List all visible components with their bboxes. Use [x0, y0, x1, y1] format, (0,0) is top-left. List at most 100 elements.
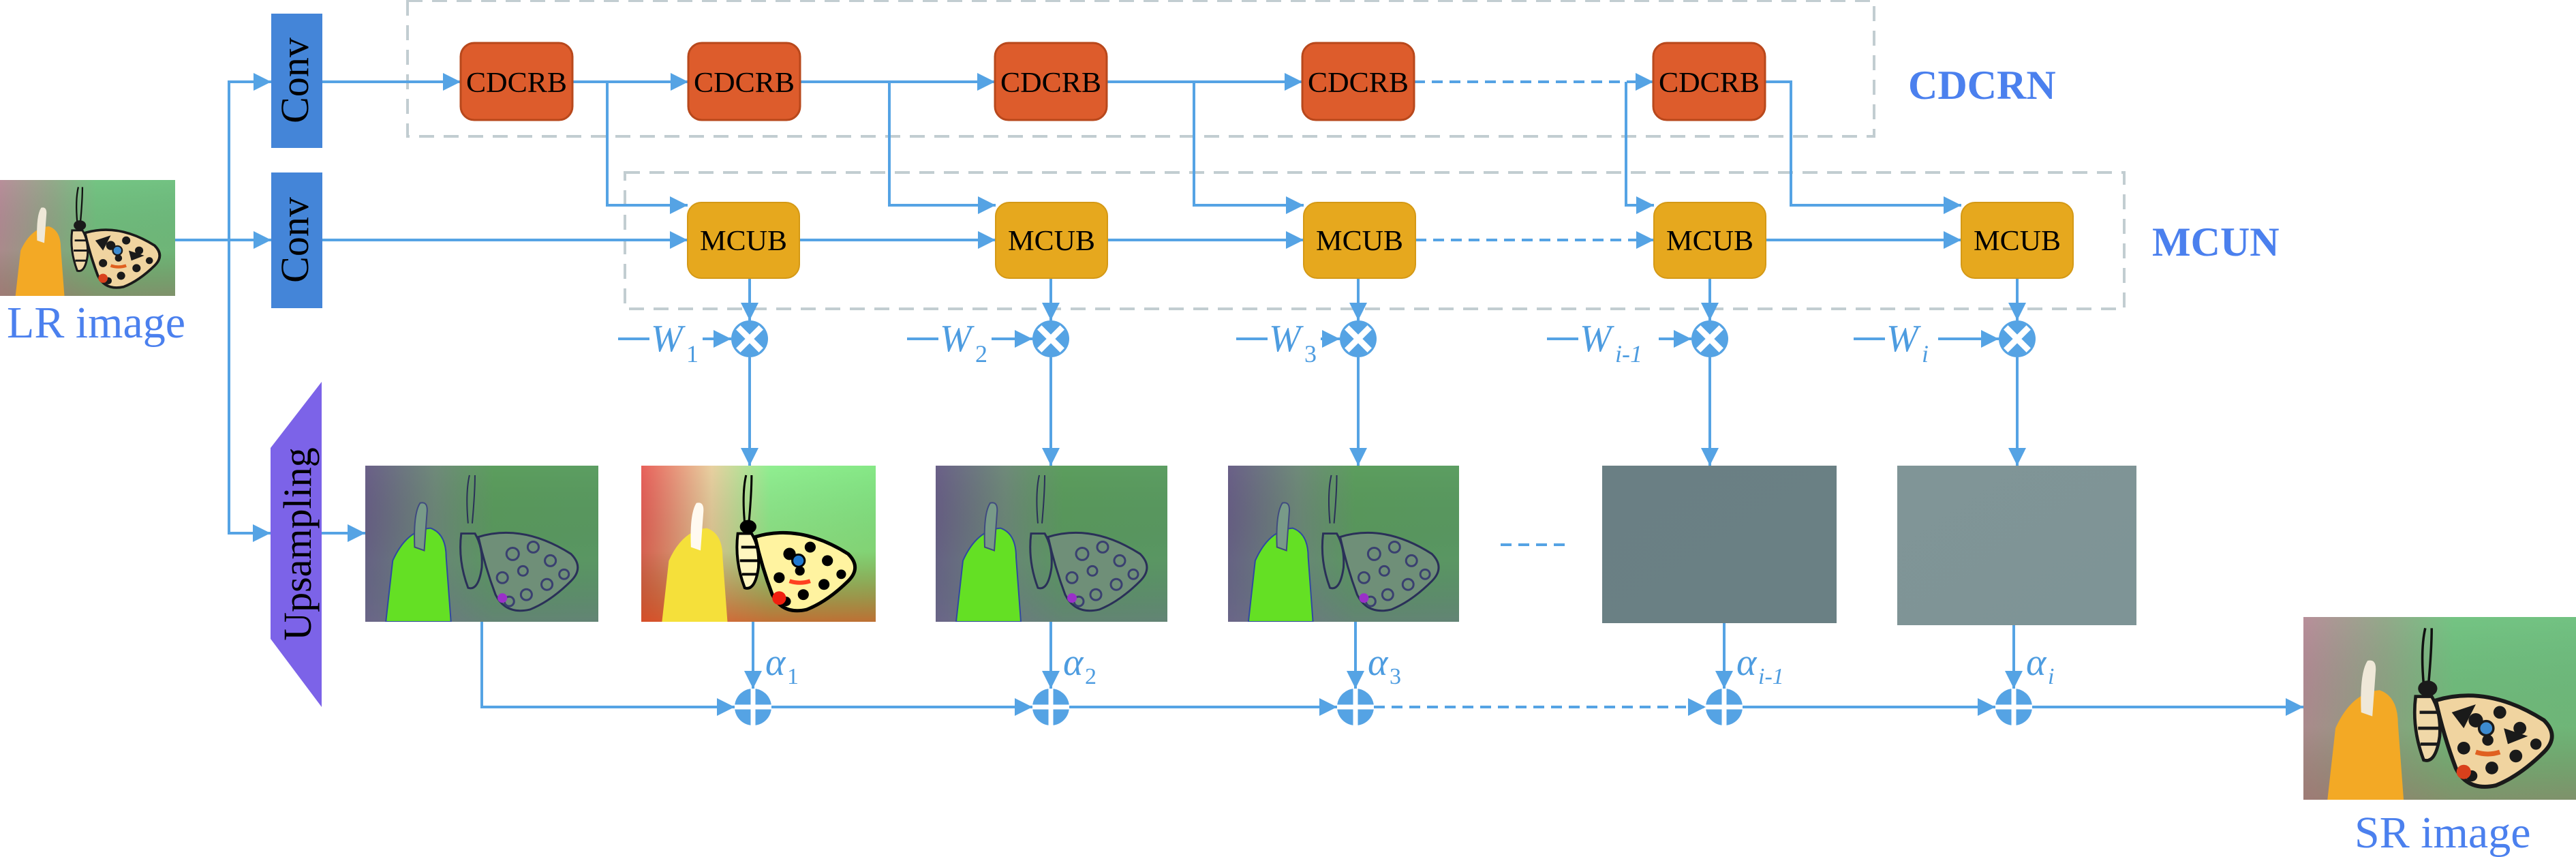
cdcrb-row: CDCRB CDCRB CDCRB CDCRB CDCRB — [459, 42, 1766, 121]
multiply-icon — [1696, 325, 1723, 352]
cdcrb-label: CDCRB — [1659, 67, 1760, 99]
lr-image — [0, 180, 175, 296]
feature-map-upsampled-edge-map — [365, 466, 598, 622]
cdcrb-block[interactable]: CDCRB — [687, 42, 801, 121]
add-node — [1337, 689, 1374, 725]
conv-block-bottom-label: Conv — [273, 197, 317, 283]
add-icon — [1337, 689, 1374, 725]
feature-map-branch-1-output — [641, 466, 876, 622]
lr-image-label: LR image — [7, 298, 185, 348]
conv-block-bottom[interactable]: Conv — [271, 172, 322, 308]
to-conv-top-arrow — [228, 73, 271, 240]
weight-symbol: W — [1580, 318, 1614, 360]
weight-subscript: 2 — [975, 340, 987, 367]
multiply-node — [1340, 320, 1377, 357]
cdcrb-label: CDCRB — [1000, 67, 1101, 99]
conv-block-top-label: Conv — [273, 37, 317, 123]
cdcrb-block[interactable]: CDCRB — [1301, 42, 1415, 121]
weight-symbol: W — [1886, 318, 1921, 360]
alpha-symbol: α — [1368, 642, 1389, 684]
mcub-block[interactable]: MCUB — [687, 202, 800, 279]
weight-subscript: 1 — [686, 340, 699, 367]
alpha-subscript: 2 — [1085, 664, 1097, 689]
weight-symbol: W — [1269, 318, 1304, 360]
cdcrb-label: CDCRB — [466, 67, 567, 99]
cdcrb-to-mcub-branch — [888, 82, 996, 214]
alpha-subscript: i — [2048, 664, 2054, 689]
mcub-label: MCUB — [1008, 226, 1095, 257]
cdcrb-to-mcub-branch — [1765, 80, 1961, 214]
mcub-label: MCUB — [700, 226, 787, 257]
mcun-label: MCUN — [2152, 220, 2280, 265]
feature-map-branch-2-output — [936, 466, 1167, 622]
feature-map-branch-i-1-output — [1602, 466, 1837, 623]
add-node — [1032, 689, 1069, 725]
mcub-label: MCUB — [1666, 226, 1753, 257]
upsampling-label: Upsampling — [275, 447, 320, 641]
multiply-icon — [2004, 325, 2031, 352]
alpha-symbol: α — [1736, 642, 1758, 684]
multiply-icon — [1345, 325, 1372, 352]
mcub-label: MCUB — [1316, 226, 1403, 257]
cdcrb-label: CDCRB — [694, 67, 795, 99]
cdcrb-block[interactable]: CDCRB — [1652, 42, 1766, 121]
add-node — [1706, 689, 1743, 725]
add-icon — [735, 689, 771, 725]
alpha-symbol: α — [765, 642, 786, 684]
cdcrn-group-box — [406, 0, 1875, 138]
weight-symbol: W — [651, 318, 686, 360]
alpha-subscript: 1 — [787, 664, 799, 689]
multiply-icon — [1037, 325, 1064, 352]
cdcrb-to-mcub-branch — [606, 82, 688, 214]
alpha-subscript: i-1 — [1758, 664, 1784, 689]
add-icon — [1032, 689, 1069, 725]
sr-image-label: SR image — [2355, 808, 2531, 857]
weight-subscript: i-1 — [1615, 340, 1642, 367]
weight-subscript: i — [1922, 340, 1929, 367]
alpha-subscript: 3 — [1390, 664, 1401, 689]
mcub-block[interactable]: MCUB — [1653, 202, 1766, 279]
multiply-node — [731, 320, 768, 357]
alpha-symbol: α — [1063, 642, 1084, 684]
add-icon — [1706, 689, 1743, 725]
weight-subscript: 3 — [1304, 340, 1317, 367]
mcub-block[interactable]: MCUB — [1303, 202, 1416, 279]
add-node — [735, 689, 771, 725]
cdcrb-to-mcub-branch — [1193, 82, 1304, 214]
cdcrb-block[interactable]: CDCRB — [994, 42, 1108, 121]
multiply-node — [1032, 320, 1069, 357]
cdcrb-label: CDCRB — [1308, 67, 1409, 99]
feature-map-row — [365, 466, 2136, 625]
add-icon — [1995, 689, 2032, 725]
alpha-symbol: α — [2026, 642, 2047, 684]
conv-block-top[interactable]: Conv — [271, 14, 322, 148]
upsampling-block[interactable]: Upsampling — [271, 382, 322, 707]
multiply-node — [1999, 320, 2036, 357]
mcub-row: MCUB MCUB MCUB MCUB MCUB — [687, 202, 2074, 279]
cdcrb-to-mcub-branch — [1625, 82, 1654, 214]
multiply-icon — [736, 325, 763, 352]
mcub-block[interactable]: MCUB — [995, 202, 1108, 279]
cdcrn-label: CDCRN — [1908, 63, 2056, 108]
multiply-node — [1691, 320, 1728, 357]
sr-image — [2303, 617, 2576, 800]
add-node — [1995, 689, 2032, 725]
connection-lines — [175, 73, 2303, 716]
cdcrb-block[interactable]: CDCRB — [459, 42, 574, 121]
to-upsampling-arrow — [228, 240, 271, 542]
mcub-block[interactable]: MCUB — [1961, 202, 2074, 279]
weight-symbol: W — [940, 318, 975, 360]
base-map-to-sum-arrow — [480, 622, 735, 716]
